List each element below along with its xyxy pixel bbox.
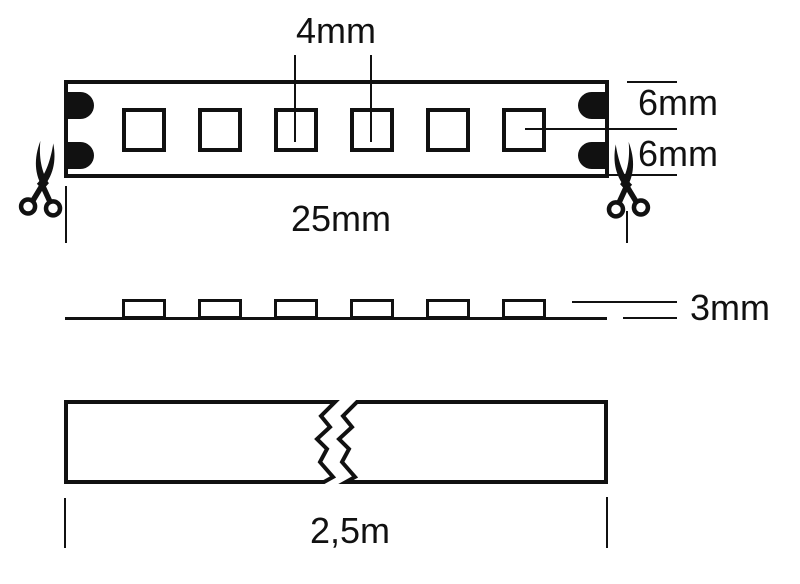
width-dim-line-top	[627, 81, 677, 83]
height-dim-line-bottom	[623, 317, 677, 319]
width-dim-line-bottom	[609, 174, 677, 176]
side-led-chip	[198, 299, 242, 320]
width-dim-line-middle	[525, 128, 677, 130]
pitch-label: 4mm	[296, 10, 376, 51]
cut-line-right	[626, 211, 628, 243]
side-led-chip	[122, 299, 166, 320]
led-chip	[198, 108, 242, 152]
length-extension-line-right	[606, 497, 608, 548]
pitch-leader-line	[294, 55, 296, 142]
led-chip	[502, 108, 546, 152]
cut-length-label: 25mm	[290, 198, 392, 239]
led-chip	[274, 108, 318, 152]
side-led-chip	[426, 299, 470, 320]
solder-pad	[67, 92, 94, 119]
height-label: 3mm	[690, 287, 770, 328]
led-chip	[426, 108, 470, 152]
reel-length-label: 2,5m	[309, 510, 391, 551]
solder-pad	[578, 142, 605, 169]
strip-length-outline	[63, 399, 609, 485]
height-dim-line-top	[572, 301, 677, 303]
solder-pad	[67, 142, 94, 169]
solder-pad	[578, 92, 605, 119]
pitch-leader-line	[370, 55, 372, 142]
side-baseline	[65, 317, 607, 320]
led-chip	[122, 108, 166, 152]
break-zigzag-left	[64, 400, 340, 484]
lower-width-label: 6mm	[638, 133, 718, 174]
side-led-chip	[350, 299, 394, 320]
break-zigzag-right	[336, 400, 608, 484]
scissors-icon	[17, 140, 70, 220]
side-led-chip	[502, 299, 546, 320]
side-led-chip	[274, 299, 318, 320]
upper-width-label: 6mm	[638, 82, 718, 123]
led-chip	[350, 108, 394, 152]
cut-line-left	[65, 186, 67, 243]
length-extension-line-left	[64, 498, 66, 548]
scissors-icon	[600, 141, 653, 221]
